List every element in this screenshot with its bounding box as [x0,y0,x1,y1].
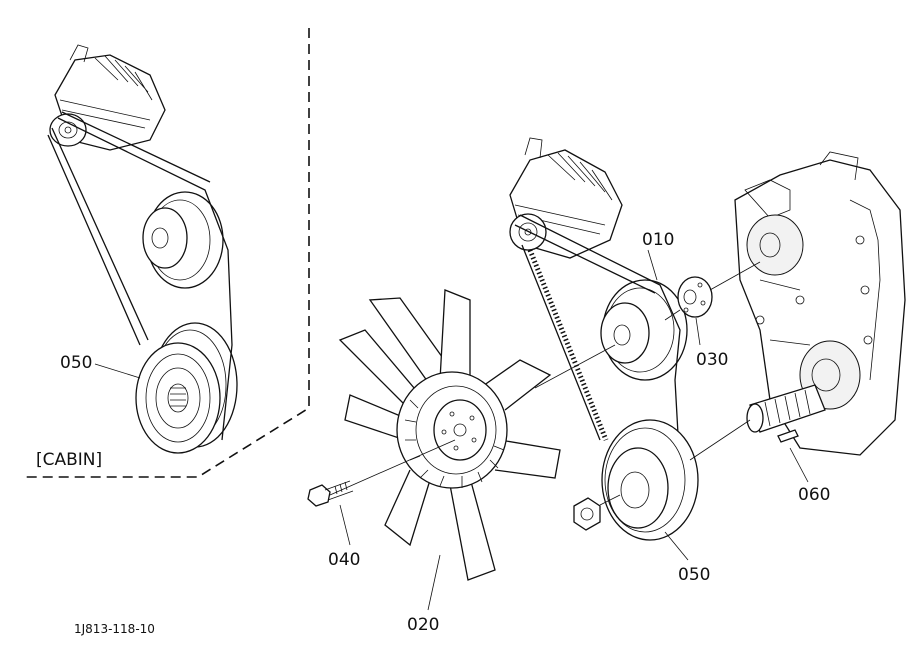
cabin-inset-border [22,28,310,478]
callout-010: 010 [642,230,674,250]
cabin-label: [CABIN] [36,450,102,470]
assembly-lines [329,261,761,506]
crank-pulley-050 [601,419,699,541]
callout-050-left: 050 [60,353,92,373]
crankshaft [746,384,826,433]
engine-front-cover [734,151,906,456]
key-060 [777,429,799,443]
cabin-alternator [49,44,166,151]
figure-id: 1J813-118-10 [74,622,155,636]
alternator [509,137,623,259]
callout-020: 020 [407,615,439,635]
callout-050-right: 050 [678,565,710,585]
cabin-water-pump-pulley [142,191,224,289]
bolt-040 [307,480,354,507]
nut [573,497,601,531]
callout-060: 060 [798,485,830,505]
water-pump-pulley [600,279,688,381]
leader-lines [339,249,809,611]
fan-020 [338,289,561,581]
callout-030: 030 [696,350,728,370]
cabin-leader-050 [94,363,141,379]
spacer-030 [677,276,713,318]
callout-040: 040 [328,550,360,570]
cabin-drive-belt [47,111,233,441]
fan-belt-010 [514,214,681,471]
cabin-crank-pulley-050 [135,322,238,454]
